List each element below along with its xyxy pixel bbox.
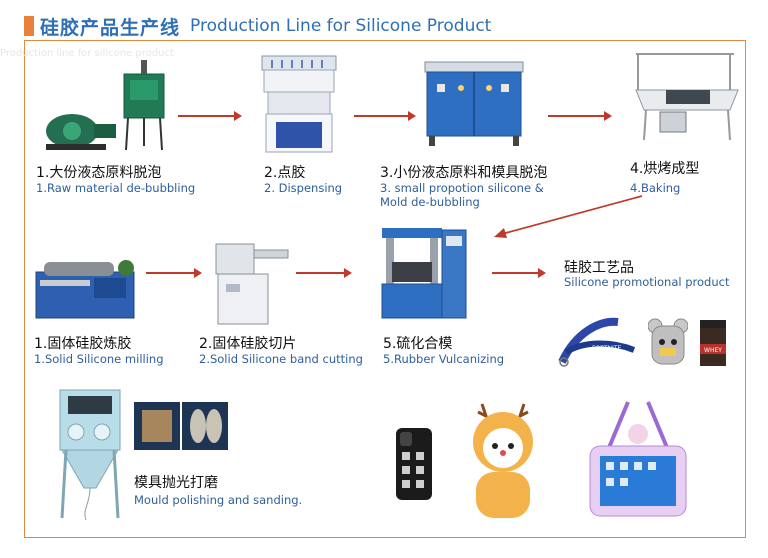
mixing-mill-icon xyxy=(34,250,136,322)
phone-case-icon xyxy=(394,426,434,502)
lanyard-text: FORTNITE xyxy=(592,345,621,352)
lanyard-samples-icon: FORTNITE xyxy=(556,312,640,370)
arrow-vulcanizing-to-product xyxy=(492,268,546,278)
watermark-text: Production line for silicone product xyxy=(0,48,174,59)
sandblaster-icon xyxy=(56,388,124,528)
arrow-baking-to-vulcanizing xyxy=(490,192,650,242)
jar-text: WHEY xyxy=(704,347,722,354)
product-label-en: Silicone promotional product xyxy=(564,275,730,289)
step1-label-en: 1.Raw material de-bubbling xyxy=(36,181,196,195)
arrow-step1-to-step2 xyxy=(178,111,242,121)
step3-label-cn: 3.小份液态原料和模具脱泡 xyxy=(380,165,548,181)
arrow-cutting-to-vulcanizing xyxy=(296,268,352,278)
page-title-cn: 硅胶产品生产线 xyxy=(40,17,181,39)
step-cutting-label-en: 2.Solid Silicone band cutting xyxy=(199,352,363,366)
cutting-machine-icon xyxy=(210,240,294,328)
arrow-milling-to-cutting xyxy=(146,268,202,278)
product-label-cn: 硅胶工艺品 xyxy=(564,260,634,276)
step1-label-cn: 1.大份液态原料脱泡 xyxy=(36,165,162,181)
page-title-en: Production Line for Silicone Product xyxy=(190,16,492,36)
polish-label-cn: 模具抛光打磨 xyxy=(134,475,218,491)
mouse-case-icon xyxy=(648,318,688,368)
step3-label-en: 3. small propotion silicone & Mold de-bu… xyxy=(380,181,544,209)
step2-label-en: 2. Dispensing xyxy=(264,181,343,195)
step-vulcanizing-label-en: 5.Rubber Vulcanizing xyxy=(383,352,505,366)
content-frame xyxy=(24,40,746,538)
step4-label-en: 4.Baking xyxy=(630,181,681,195)
baking-table-icon xyxy=(630,46,742,142)
vacuum-mixer-icon xyxy=(38,46,173,156)
whey-jar-icon: WHEY xyxy=(698,318,728,368)
dispensing-machine-icon xyxy=(258,54,340,158)
arrow-step2-to-step3 xyxy=(354,111,416,121)
tablet-case-icon xyxy=(588,396,688,518)
mould-photo-icon xyxy=(134,402,228,450)
step-cutting-label-cn: 2.固体硅胶切片 xyxy=(199,336,297,352)
deer-figure-icon xyxy=(462,400,544,524)
step-milling-label-en: 1.Solid Silicone milling xyxy=(34,352,164,366)
title-accent-bar xyxy=(24,16,34,36)
step4-label-cn: 4.烘烤成型 xyxy=(630,161,700,177)
vacuum-chamber-icon xyxy=(421,58,527,148)
step-vulcanizing-label-cn: 5.硫化合模 xyxy=(383,336,453,352)
arrow-step3-to-step4 xyxy=(548,111,612,121)
vulcanizing-press-icon xyxy=(378,224,470,322)
step-milling-label-cn: 1.固体硅胶炼胶 xyxy=(34,336,132,352)
step2-label-cn: 2.点胶 xyxy=(264,165,306,181)
polish-label-en: Mould polishing and sanding. xyxy=(134,493,303,507)
